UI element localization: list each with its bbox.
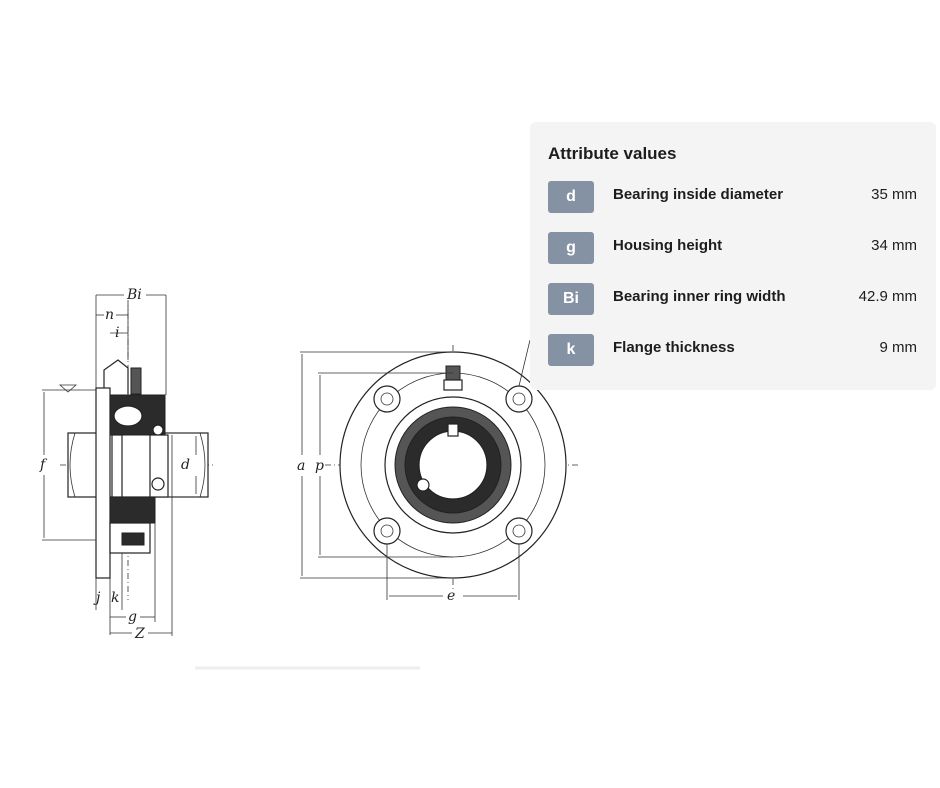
attribute-row-bi: Bi Bearing inner ring width 42.9 mm	[548, 282, 917, 316]
attribute-badge: d	[548, 181, 594, 213]
grease-nipple-base	[443, 379, 463, 391]
surface-symbol	[58, 384, 78, 393]
side-view: Bi n i f d j k g Z	[39, 287, 215, 642]
grease-nipple	[130, 367, 142, 395]
attribute-name: Housing height	[613, 236, 723, 254]
inner-ring-left	[111, 434, 123, 498]
attribute-badge: k	[548, 334, 594, 366]
bearing-ball	[113, 405, 143, 427]
dim-label-k: k	[111, 590, 119, 606]
attribute-row-d: d Bearing inside diameter 35 mm	[548, 180, 917, 214]
dim-label-a: a	[297, 458, 305, 474]
dim-label-e: e	[447, 588, 455, 604]
dim-label-g: g	[128, 609, 137, 625]
dim-label-n: n	[105, 307, 114, 323]
attribute-row-k: k Flange thickness 9 mm	[548, 333, 917, 367]
dim-label-Bi: Bi	[126, 287, 142, 303]
attribute-value: 9 mm	[879, 338, 918, 356]
attribute-name: Flange thickness	[613, 338, 735, 356]
bolt-hole-bottom-left	[373, 517, 401, 545]
attribute-badge: Bi	[548, 283, 594, 315]
housing-bottom	[109, 496, 156, 524]
housing-boss	[103, 359, 129, 394]
dim-label-f: f	[39, 457, 48, 473]
dim-label-i: i	[115, 325, 119, 341]
bolt-hole-bottom-right	[505, 517, 533, 545]
dim-label-j: j	[93, 590, 101, 606]
attribute-row-g: g Housing height 34 mm	[548, 231, 917, 265]
set-screw-top	[447, 423, 459, 437]
front-view: a p e	[297, 339, 580, 604]
panel-title: Attribute values	[548, 144, 677, 163]
attribute-name: Bearing inside diameter	[613, 185, 784, 203]
bolt-hole-top-left	[373, 385, 401, 413]
bore	[418, 430, 488, 500]
dim-label-d: d	[181, 457, 190, 473]
attribute-value: 34 mm	[871, 236, 917, 254]
attribute-value: 42.9 mm	[858, 287, 917, 305]
attribute-values-panel: Attribute values d Bearing inside diamet…	[530, 122, 936, 390]
attribute-name: Bearing inner ring width	[613, 287, 786, 305]
collar-screw	[152, 424, 164, 436]
attribute-value: 35 mm	[871, 185, 917, 203]
pilot-detail	[121, 532, 145, 546]
dim-label-Z: Z	[134, 626, 145, 642]
shaft-break	[199, 432, 206, 498]
shaft-break-left	[69, 432, 76, 498]
flange-plate	[95, 387, 111, 579]
set-screw	[151, 477, 165, 491]
bolt-hole-top-right	[505, 385, 533, 413]
set-screw-side	[416, 478, 430, 492]
dim-label-p: p	[315, 458, 324, 474]
attribute-badge: g	[548, 232, 594, 264]
